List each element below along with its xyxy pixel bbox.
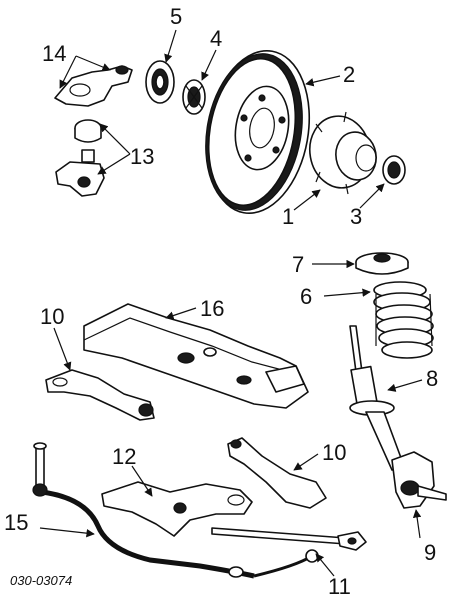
spring-seat-7 bbox=[355, 252, 409, 275]
callout-10-right: 10 bbox=[322, 440, 346, 465]
callout-15: 15 bbox=[4, 510, 28, 535]
callout-7: 7 bbox=[292, 252, 304, 277]
callout-10-left: 10 bbox=[40, 304, 64, 329]
lower-arm-10-left bbox=[45, 369, 155, 421]
upper-control-arm-14 bbox=[54, 65, 133, 107]
stabilizer-bar-15 bbox=[32, 442, 319, 579]
steering-knuckle-9 bbox=[391, 451, 447, 509]
coil-spring-6 bbox=[373, 281, 434, 359]
callout-5: 5 bbox=[170, 4, 182, 29]
bracket-12 bbox=[101, 481, 253, 537]
callout-1: 1 bbox=[282, 204, 294, 229]
callout-4: 4 bbox=[210, 26, 222, 51]
hub-cap-3 bbox=[382, 155, 406, 185]
callout-13: 13 bbox=[130, 144, 154, 169]
leader-lines bbox=[39, 29, 423, 577]
wheel-hub-1 bbox=[309, 111, 377, 195]
callout-3: 3 bbox=[350, 204, 362, 229]
roller-bearing-4 bbox=[182, 79, 206, 115]
callout-6: 6 bbox=[300, 284, 312, 309]
subframe-16 bbox=[83, 303, 309, 409]
tie-rod-11 bbox=[211, 527, 367, 551]
callout-2: 2 bbox=[343, 62, 355, 87]
lower-arm-10-right bbox=[227, 437, 327, 509]
callout-8: 8 bbox=[426, 366, 438, 391]
callout-14: 14 bbox=[42, 41, 66, 66]
ball-joint-13 bbox=[55, 119, 105, 197]
strut-8 bbox=[349, 325, 405, 471]
diagram-code: 030-03074 bbox=[10, 573, 72, 588]
callout-9: 9 bbox=[424, 540, 436, 565]
callout-11: 11 bbox=[328, 574, 351, 599]
callout-16: 16 bbox=[200, 296, 224, 321]
callout-12: 12 bbox=[112, 444, 136, 469]
bearing-race-5 bbox=[145, 60, 175, 104]
brake-disc-2 bbox=[205, 49, 311, 215]
